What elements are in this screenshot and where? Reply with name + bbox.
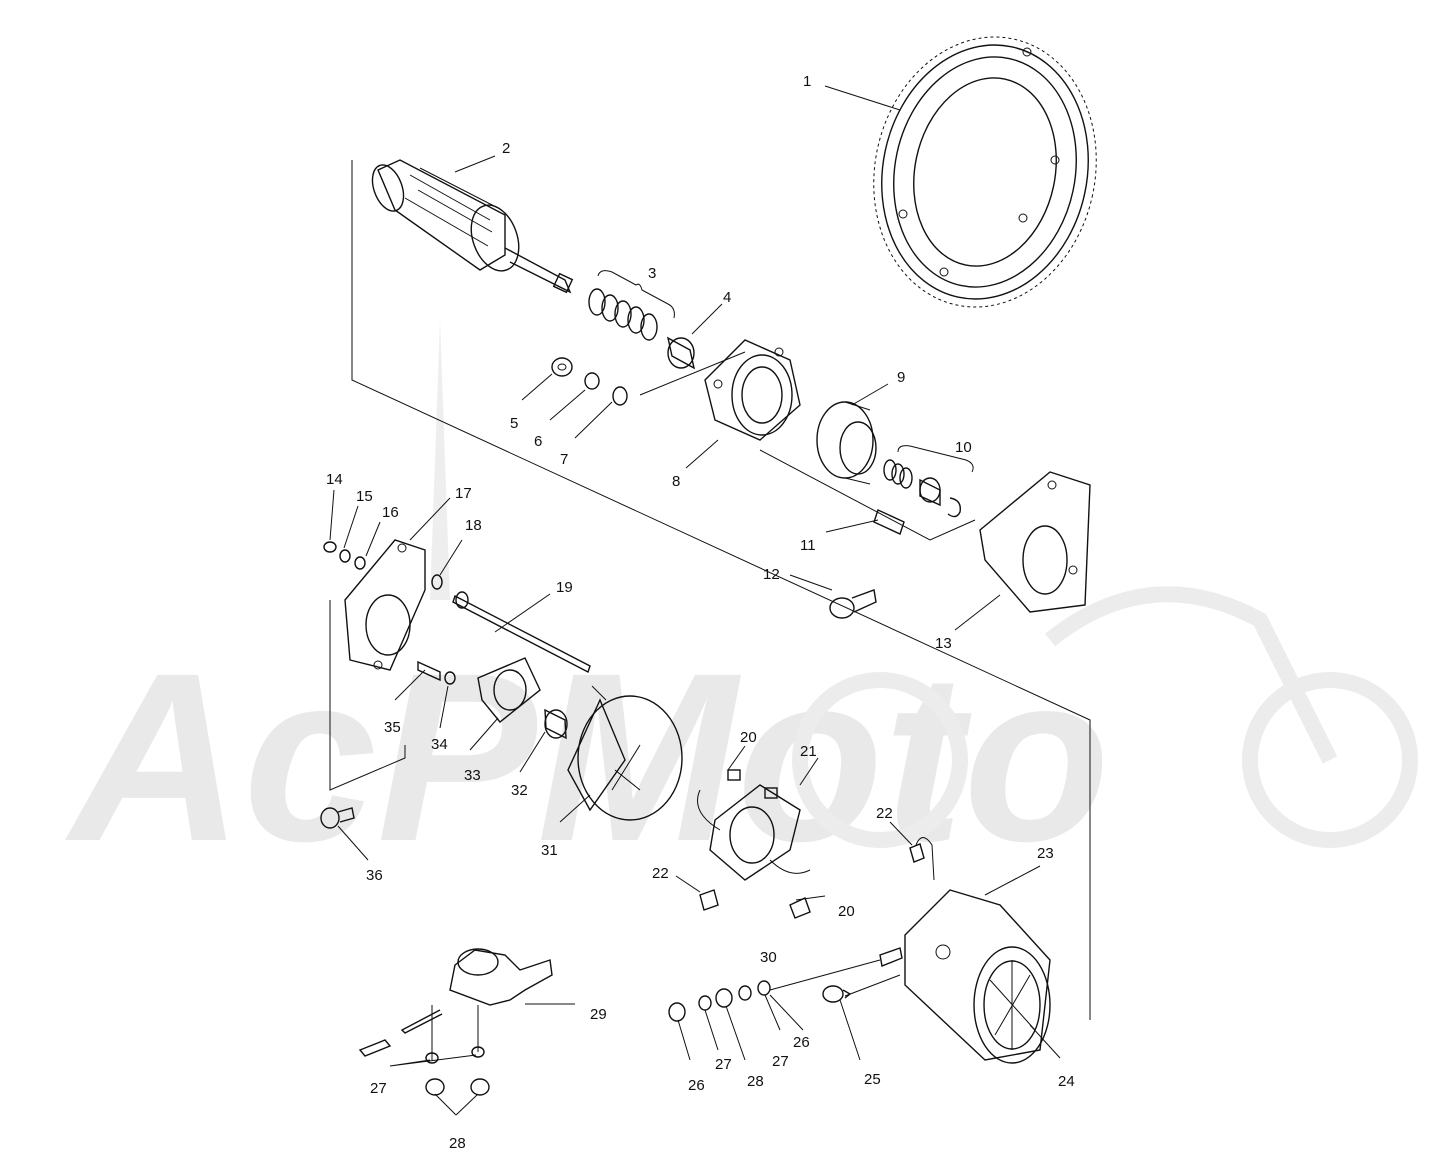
callout-label: 28 (747, 1073, 764, 1090)
callout-label: 22 (876, 805, 893, 822)
callout-label: 12 (763, 566, 780, 583)
callout-label: 10 (955, 439, 972, 456)
brushes (699, 837, 935, 911)
drive-pinion (816, 401, 877, 485)
callout-label: 22 (652, 865, 669, 882)
callout-label: 3 (648, 265, 656, 282)
callout-label: 32 (511, 782, 528, 799)
callout-label: 4 (723, 289, 731, 306)
callout-label: 23 (1037, 845, 1054, 862)
watermark-wheel-icon (792, 672, 968, 848)
callout-label: 1 (803, 73, 811, 90)
callout-label: 19 (556, 579, 573, 596)
watermark-wheel-icon (1242, 672, 1418, 848)
callout-label: 27 (772, 1053, 789, 1070)
callout-label: 6 (534, 433, 542, 450)
bushing (666, 336, 696, 370)
callout-label: 20 (740, 729, 757, 746)
watermark-spire-icon (430, 320, 450, 600)
callout-label: 28 (449, 1135, 466, 1152)
callout-label: 27 (370, 1080, 387, 1097)
callout-label: 8 (672, 473, 680, 490)
drive-end-housing (704, 339, 801, 441)
watermark: AcPMoto (65, 320, 1418, 891)
mount-bracket (979, 471, 1091, 613)
callout-label: 26 (688, 1077, 705, 1094)
callout-label: 17 (455, 485, 472, 502)
leader-lines (329, 85, 1061, 1116)
stud (873, 509, 905, 535)
callout-label: 26 (793, 1034, 810, 1051)
callout-label: 33 (464, 767, 481, 784)
through-bolt (431, 574, 591, 673)
assembly-outlines (329, 160, 1091, 1020)
callout-label: 30 (760, 949, 777, 966)
callout-label: 31 (541, 842, 558, 859)
solenoid (358, 948, 553, 1096)
terminal-hardware (668, 980, 771, 1022)
watermark-frame-icon (1045, 586, 1338, 764)
callout-label: 16 (382, 504, 399, 521)
callout-label: 5 (510, 415, 518, 432)
callout-label: 11 (800, 537, 816, 554)
bolt (829, 589, 877, 619)
callout-label: 35 (384, 719, 401, 736)
callout-labels: 1 2 3 4 5 6 7 8 9 10 11 12 13 14 15 16 1… (326, 73, 1075, 1152)
mount-bolt (320, 807, 355, 829)
washers (551, 357, 628, 406)
callout-label: 29 (590, 1006, 607, 1023)
brush-plate (697, 769, 811, 881)
screw (822, 985, 852, 1003)
ring-gear (873, 36, 1097, 308)
callout-label: 13 (935, 635, 952, 652)
callout-label: 25 (864, 1071, 881, 1088)
small-hardware (323, 541, 366, 570)
spring-set (588, 270, 675, 341)
clip (789, 897, 811, 919)
callout-label: 21 (800, 743, 817, 760)
yoke-housing (567, 695, 683, 821)
pinion-spring (883, 445, 974, 518)
callout-label: 36 (366, 867, 383, 884)
callout-label: 34 (431, 736, 448, 753)
callout-label: 20 (838, 903, 855, 920)
callout-label: 7 (560, 451, 568, 468)
callout-label: 14 (326, 471, 343, 488)
callout-label: 2 (502, 140, 510, 157)
callout-label: 27 (715, 1056, 732, 1073)
watermark-text: AcPMoto (65, 623, 1110, 891)
end-cover (879, 889, 1051, 1064)
callout-label: 9 (897, 369, 905, 386)
armature (371, 159, 574, 294)
brush-holder-parts (417, 657, 568, 740)
callout-label: 18 (465, 517, 482, 534)
callout-label: 15 (356, 488, 373, 505)
end-plate (344, 539, 426, 671)
callout-label: 24 (1058, 1073, 1075, 1090)
